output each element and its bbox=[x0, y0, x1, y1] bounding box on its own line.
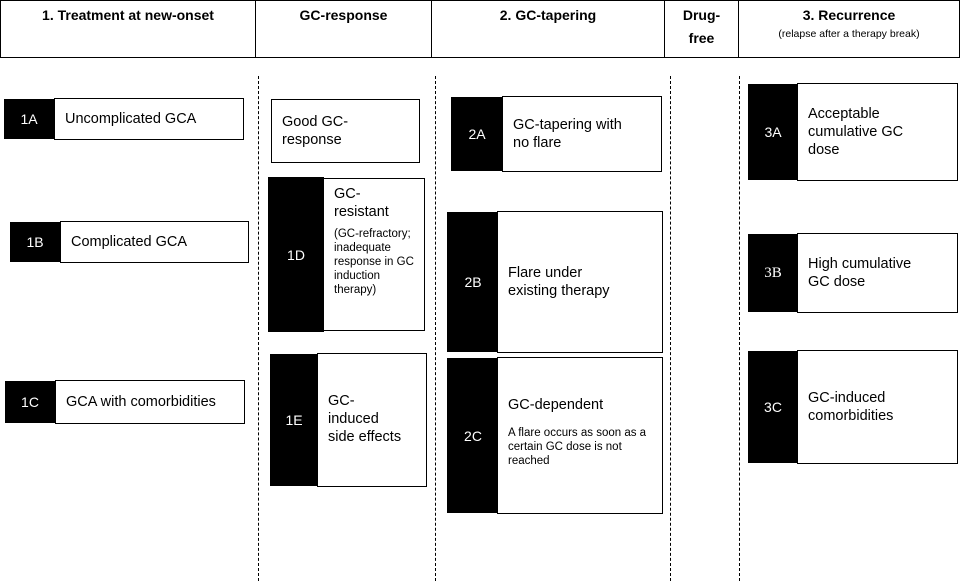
category-description: A flare occurs as soon as a certain GC d… bbox=[508, 427, 647, 467]
category-tag-1d: 1D bbox=[268, 177, 324, 332]
category-label: Flare under existing therapy bbox=[508, 265, 610, 299]
category-tag-1c: 1C bbox=[5, 381, 55, 423]
category-label: Acceptable cumulative GC dose bbox=[808, 106, 904, 158]
category-tag-3b: 3B bbox=[748, 234, 798, 312]
header-treatment-new-onset: 1. Treatment at new-onset bbox=[0, 0, 255, 58]
header-label: GC-response bbox=[299, 7, 388, 23]
column-divider bbox=[670, 76, 671, 581]
header-gc-response: GC-response bbox=[255, 0, 431, 58]
category-box-good-response: Good GC-response bbox=[271, 99, 420, 163]
category-tag-2a: 2A bbox=[451, 97, 503, 171]
category-box-1b: Complicated GCA bbox=[60, 221, 249, 263]
category-box-2b: Flare under existing therapy bbox=[497, 211, 663, 353]
category-label: Complicated GCA bbox=[71, 234, 188, 250]
category-box-1e: GC-induced side effects bbox=[317, 353, 427, 487]
header-label: 1. Treatment at new-onset bbox=[42, 7, 214, 23]
category-label: GC-induced side effects bbox=[328, 393, 402, 445]
category-label: GC-dependent bbox=[508, 397, 604, 413]
category-box-3c: GC-induced comorbidities bbox=[797, 350, 958, 464]
category-tag-1e: 1E bbox=[270, 354, 318, 486]
category-label: GC-tapering with no flare bbox=[513, 117, 622, 151]
category-label: High cumulative GC dose bbox=[808, 256, 912, 290]
category-box-1c: GCA with comorbidities bbox=[55, 380, 245, 424]
category-label: Good GC-response bbox=[282, 114, 349, 148]
header-label: 3. Recurrence bbox=[802, 7, 896, 23]
category-label: GC-resistant bbox=[334, 186, 389, 220]
category-box-2c: GC-dependent A flare occurs as soon as a… bbox=[497, 357, 663, 514]
column-divider bbox=[435, 76, 436, 581]
category-label: GC-induced comorbidities bbox=[808, 390, 894, 424]
category-box-3a: Acceptable cumulative GC dose bbox=[797, 83, 958, 181]
header-drug-free: Drug- free bbox=[664, 0, 738, 58]
category-tag-1a: 1A bbox=[4, 99, 54, 139]
header-gc-tapering: 2. GC-tapering bbox=[431, 0, 664, 58]
category-box-2a: GC-tapering with no flare bbox=[502, 96, 662, 172]
category-box-3b: High cumulative GC dose bbox=[797, 233, 958, 313]
category-tag-2b: 2B bbox=[447, 212, 499, 352]
header-label-line2: free bbox=[688, 30, 715, 46]
column-divider bbox=[739, 76, 740, 581]
header-label: 2. GC-tapering bbox=[499, 7, 597, 23]
category-label: Uncomplicated GCA bbox=[65, 111, 197, 127]
category-tag-2c: 2C bbox=[447, 358, 499, 513]
category-tag-1b: 1B bbox=[10, 222, 60, 262]
category-label: GCA with comorbidities bbox=[66, 394, 216, 410]
category-tag-3c: 3C bbox=[748, 351, 798, 463]
column-divider bbox=[258, 76, 259, 581]
category-description: (GC-refractory; inadequate response in G… bbox=[334, 228, 414, 296]
category-tag-3a: 3A bbox=[748, 84, 798, 180]
header-subtitle: (relapse after a therapy break) bbox=[778, 28, 920, 40]
header-label: Drug- bbox=[682, 7, 721, 23]
category-box-1d: GC-resistant (GC-refractory; inadequate … bbox=[323, 178, 425, 331]
header-recurrence: 3. Recurrence (relapse after a therapy b… bbox=[738, 0, 960, 58]
category-box-1a: Uncomplicated GCA bbox=[54, 98, 244, 140]
